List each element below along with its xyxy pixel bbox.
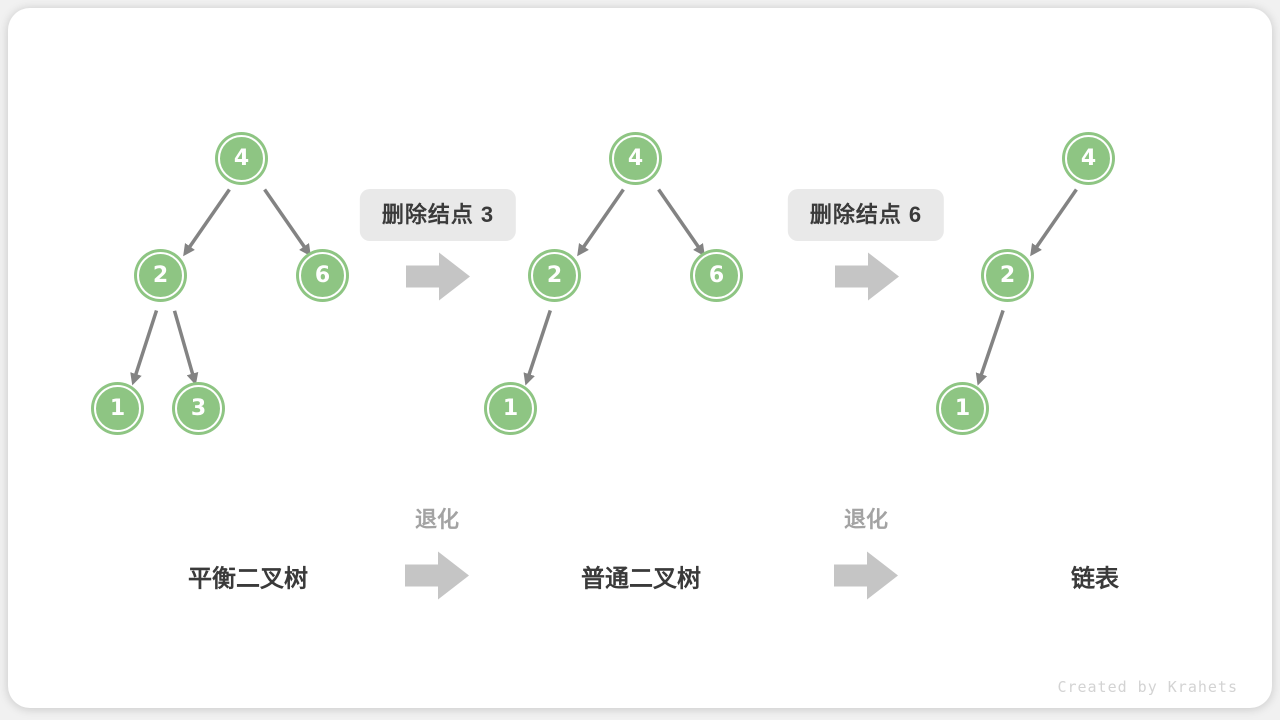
tree-node: 2 bbox=[984, 252, 1031, 299]
block-arrow-icon bbox=[406, 251, 470, 308]
watermark: Created by Krahets bbox=[1057, 678, 1238, 696]
degrade-label: 退化 bbox=[414, 507, 460, 532]
tree-node: 4 bbox=[612, 135, 659, 182]
block-arrow-icon bbox=[835, 251, 899, 308]
tree-node: 2 bbox=[531, 252, 578, 299]
tree-caption: 链表 bbox=[1071, 565, 1119, 593]
tree-node: 3 bbox=[175, 385, 222, 432]
diagram-card bbox=[8, 8, 1272, 708]
tree-node: 1 bbox=[94, 385, 141, 432]
tree-node: 4 bbox=[218, 135, 265, 182]
tree-node: 1 bbox=[487, 385, 534, 432]
tree-caption: 平衡二叉树 bbox=[188, 565, 308, 593]
block-arrow-icon bbox=[405, 550, 469, 607]
step-label: 删除结点 3 bbox=[359, 189, 517, 241]
degrade-label: 退化 bbox=[843, 507, 889, 532]
tree-node: 6 bbox=[299, 252, 346, 299]
tree-caption: 普通二叉树 bbox=[581, 565, 701, 593]
tree-node: 1 bbox=[939, 385, 986, 432]
tree-node: 4 bbox=[1065, 135, 1112, 182]
step-label: 删除结点 6 bbox=[787, 189, 945, 241]
tree-node: 6 bbox=[693, 252, 740, 299]
tree-node: 2 bbox=[137, 252, 184, 299]
block-arrow-icon bbox=[834, 550, 898, 607]
